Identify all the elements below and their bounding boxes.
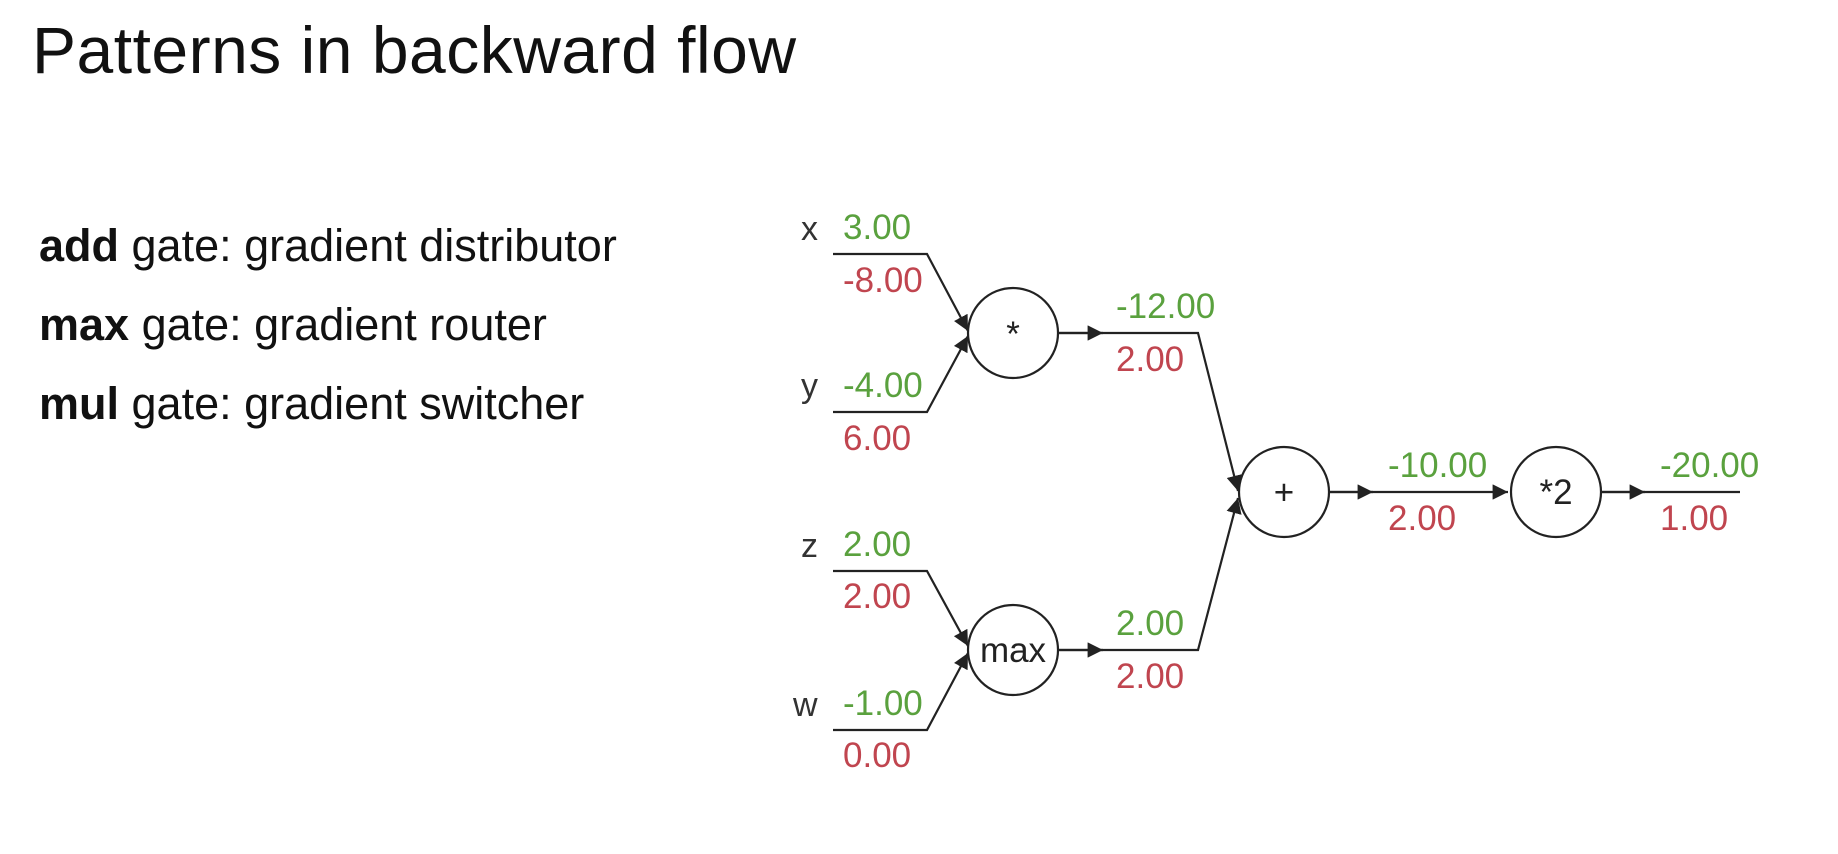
gate-item-max: max gate: gradient router	[39, 285, 617, 364]
edge-grad-mul-out: 2.00	[1116, 340, 1184, 379]
input-grad-y: 6.00	[843, 419, 911, 458]
input-grad-w: 0.00	[843, 736, 911, 775]
slide-title: Patterns in backward flow	[32, 13, 797, 87]
edge-value-max-out: 2.00	[1116, 604, 1184, 643]
node-add: +	[1237, 445, 1331, 539]
gate-list: add gate: gradient distributor max gate:…	[39, 206, 617, 443]
node-label: *	[1006, 315, 1020, 354]
edge-grad-final-out: 1.00	[1660, 499, 1728, 538]
input-value-y: -4.00	[843, 366, 923, 405]
gate-desc: gate: gradient distributor	[131, 220, 617, 271]
input-value-w: -1.00	[843, 684, 923, 723]
node-label: +	[1274, 473, 1294, 512]
gate-desc: gate: gradient switcher	[131, 378, 585, 429]
input-value-x: 3.00	[843, 208, 911, 247]
gate-item-mul: mul gate: gradient switcher	[39, 364, 617, 443]
edge-y-to-mul	[833, 335, 969, 414]
input-grad-x: -8.00	[843, 261, 923, 300]
input-label-z: z	[801, 527, 818, 565]
edge-value-add-out: -10.00	[1388, 446, 1487, 485]
edge-x-to-mul	[833, 252, 969, 332]
edge-w-to-max	[833, 652, 969, 732]
gate-name: mul	[39, 378, 120, 429]
node-max: max	[966, 603, 1060, 697]
gate-name: max	[39, 299, 130, 350]
gate-desc: gate: gradient router	[141, 299, 547, 350]
input-grad-z: 2.00	[843, 577, 911, 616]
edge-z-to-max	[833, 569, 969, 647]
edge-value-final-out: -20.00	[1660, 446, 1759, 485]
edge-mul-to-add	[1058, 331, 1242, 492]
node-times2: *2	[1509, 445, 1603, 539]
edge-value-mul-out: -12.00	[1116, 287, 1215, 326]
input-label-y: y	[801, 367, 818, 405]
node-label: max	[980, 631, 1047, 670]
input-label-w: w	[792, 686, 818, 724]
input-value-z: 2.00	[843, 525, 911, 564]
gate-name: add	[39, 220, 120, 271]
edge-grad-add-out: 2.00	[1388, 499, 1456, 538]
node-mul: *	[966, 286, 1060, 380]
edge-grad-max-out: 2.00	[1116, 657, 1184, 696]
edge-max-to-add	[1058, 497, 1242, 652]
input-label-x: x	[801, 210, 818, 248]
gate-item-add: add gate: gradient distributor	[39, 206, 617, 285]
node-label: *2	[1539, 473, 1572, 512]
